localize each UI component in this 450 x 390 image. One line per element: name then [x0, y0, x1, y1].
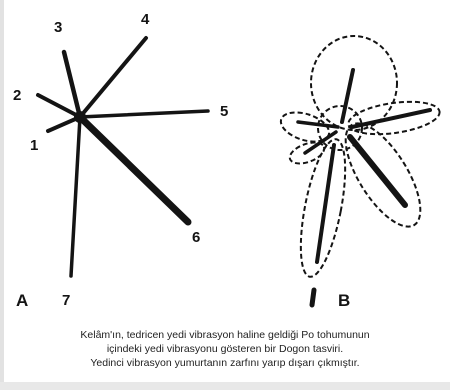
b-ray-top — [342, 70, 353, 122]
ray-label-7: 7 — [62, 292, 70, 309]
figure-a — [38, 38, 208, 276]
b-ray-lower-right — [350, 137, 405, 205]
ray-label-1: 1 — [30, 137, 38, 154]
panel-label-a: A — [16, 291, 28, 310]
caption-line-2: içindeki yedi vibrasyonu gösteren bir Do… — [10, 342, 440, 356]
ray-label-6: 6 — [192, 229, 200, 246]
ray-label-2: 2 — [13, 87, 21, 104]
b-ray-escaped — [312, 290, 314, 305]
ray-3 — [64, 52, 80, 117]
caption-line-1: Kelâm'ın, tedricen yedi vibrasyon haline… — [10, 328, 440, 342]
ray-label-5: 5 — [220, 103, 228, 120]
bottom-edge-shadow — [0, 382, 450, 390]
ray-label-4: 4 — [141, 11, 150, 28]
dogon-diagram: 1 2 3 4 5 6 7 A B — [0, 0, 450, 330]
b-ray-right — [352, 110, 430, 127]
ray-4 — [80, 38, 146, 117]
caption-line-3: Yedinci vibrasyon yumurtanın zarfını yar… — [10, 356, 440, 370]
seed-dot — [74, 111, 86, 123]
ray-6 — [80, 117, 188, 222]
ray-label-3: 3 — [54, 19, 62, 36]
ray-5 — [80, 111, 208, 117]
figure-b-rays — [298, 70, 430, 305]
figure-b-envelopes — [277, 36, 441, 280]
figure-caption: Kelâm'ın, tedricen yedi vibrasyon haline… — [10, 328, 440, 370]
b-ray-left — [298, 122, 338, 127]
panel-label-b: B — [338, 291, 350, 310]
ray-7 — [71, 117, 80, 276]
